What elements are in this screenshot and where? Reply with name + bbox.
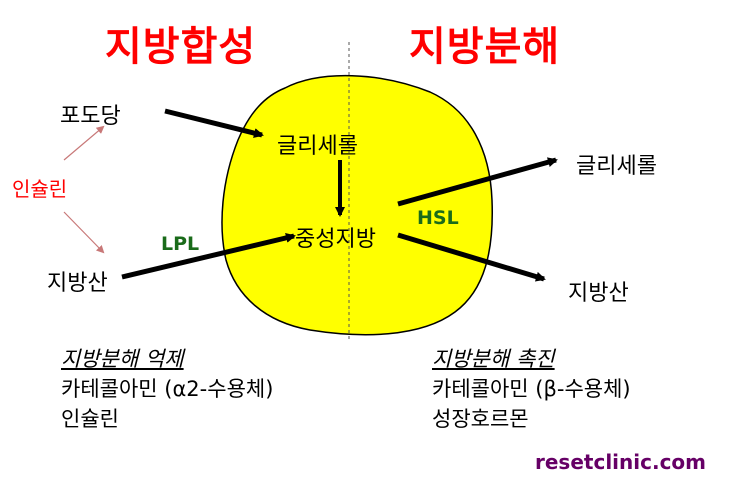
label-glucose: 포도당 [60,104,121,129]
label-lpl: LPL [161,233,200,255]
title-lipolysis: 지방분해 [409,24,561,70]
inhibition-item: 인슐린 [61,407,119,431]
title-synthesis: 지방합성 [105,24,257,70]
arrow-insulin-to-fattyacid [63,211,105,254]
arrow-fattyacid-to-triglyceride [121,232,296,280]
heading-promotion: 지방분해 촉진 [432,347,555,371]
label-fatty-acid-output: 지방산 [568,281,629,306]
inhibition-item: 카테콜아민 (α2-수용체) [61,377,274,401]
arrow-triglyceride-to-glycerol [397,157,558,207]
label-triglyceride: 중성지방 [295,227,376,252]
label-fatty-acid-input: 지방산 [47,271,108,296]
fat-cell-shape [221,74,494,336]
label-glycerol-center: 글리세롤 [277,134,358,159]
label-hsl: HSL [417,207,459,229]
promotion-item: 성장호르몬 [432,407,529,431]
label-insulin: 인슐린 [12,177,68,201]
promotion-item: 카테콜아민 (β-수용체) [432,377,631,401]
heading-inhibition: 지방분해 억제 [61,347,184,371]
arrow-triglyceride-to-fattyacid [397,232,546,282]
arrow-insulin-to-glucose [63,125,105,161]
watermark-text: resetclinic.com [535,450,707,474]
arrow-glucose-to-glycerol [164,108,264,138]
label-glycerol-output: 글리세롤 [576,154,657,179]
